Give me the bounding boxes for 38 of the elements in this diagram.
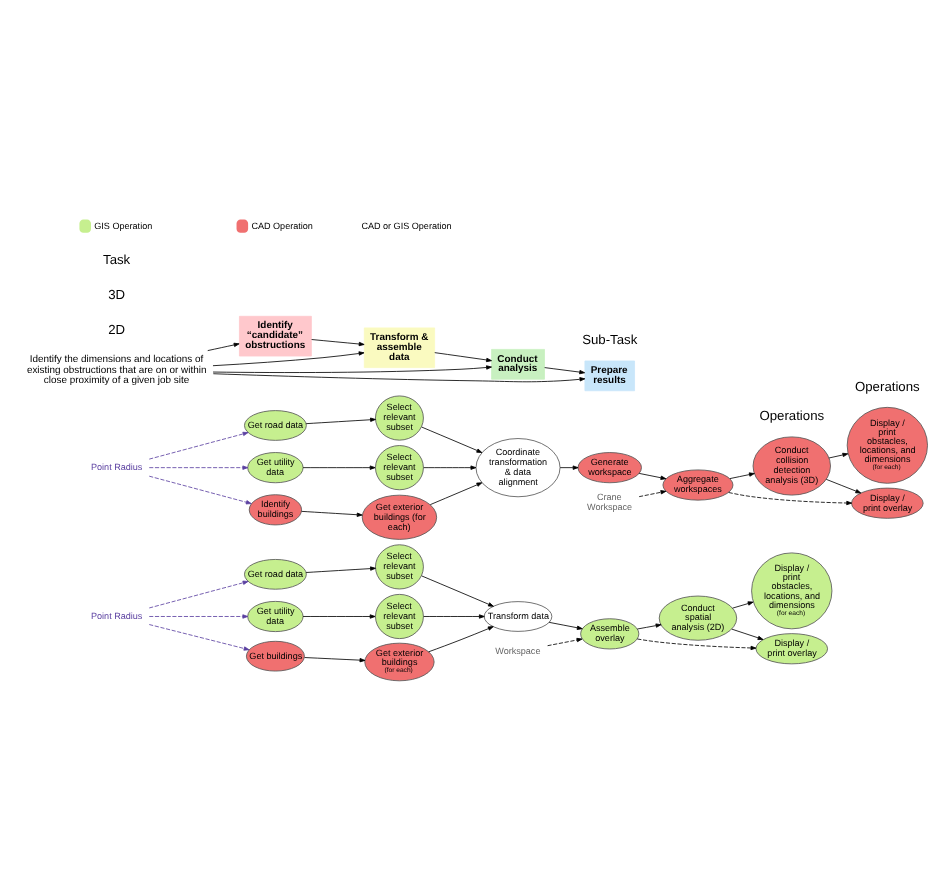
arrow	[636, 638, 757, 651]
arrow	[207, 342, 240, 351]
arrow	[544, 367, 586, 375]
arrow	[423, 614, 485, 619]
arrow	[732, 601, 754, 609]
arrow	[559, 465, 579, 470]
arrow	[212, 365, 492, 373]
arrow	[638, 472, 667, 480]
arrow	[638, 490, 667, 498]
arrow	[421, 426, 483, 453]
arrow	[148, 614, 249, 619]
arrow	[728, 492, 853, 506]
arrow	[212, 373, 586, 383]
arrow	[729, 472, 755, 479]
arrow	[637, 623, 662, 630]
arrow	[302, 614, 376, 619]
arrow	[305, 417, 376, 425]
arrow	[304, 657, 366, 663]
arrow	[148, 580, 249, 609]
arrow	[302, 465, 376, 470]
arrow	[148, 624, 250, 651]
arrow	[731, 628, 764, 640]
arrow	[212, 351, 365, 367]
arrow	[311, 339, 365, 347]
arrow	[148, 465, 249, 470]
arrow	[828, 452, 849, 459]
arrow	[825, 478, 862, 494]
arrow	[305, 566, 376, 573]
arrow	[429, 482, 483, 506]
arrow	[547, 637, 583, 647]
arrow	[301, 510, 363, 517]
arrow	[434, 352, 492, 363]
arrow	[421, 575, 494, 607]
arrow	[423, 465, 477, 470]
arrow	[428, 626, 494, 653]
arrow	[548, 621, 583, 630]
arrow	[148, 475, 252, 505]
arrow	[148, 431, 249, 460]
